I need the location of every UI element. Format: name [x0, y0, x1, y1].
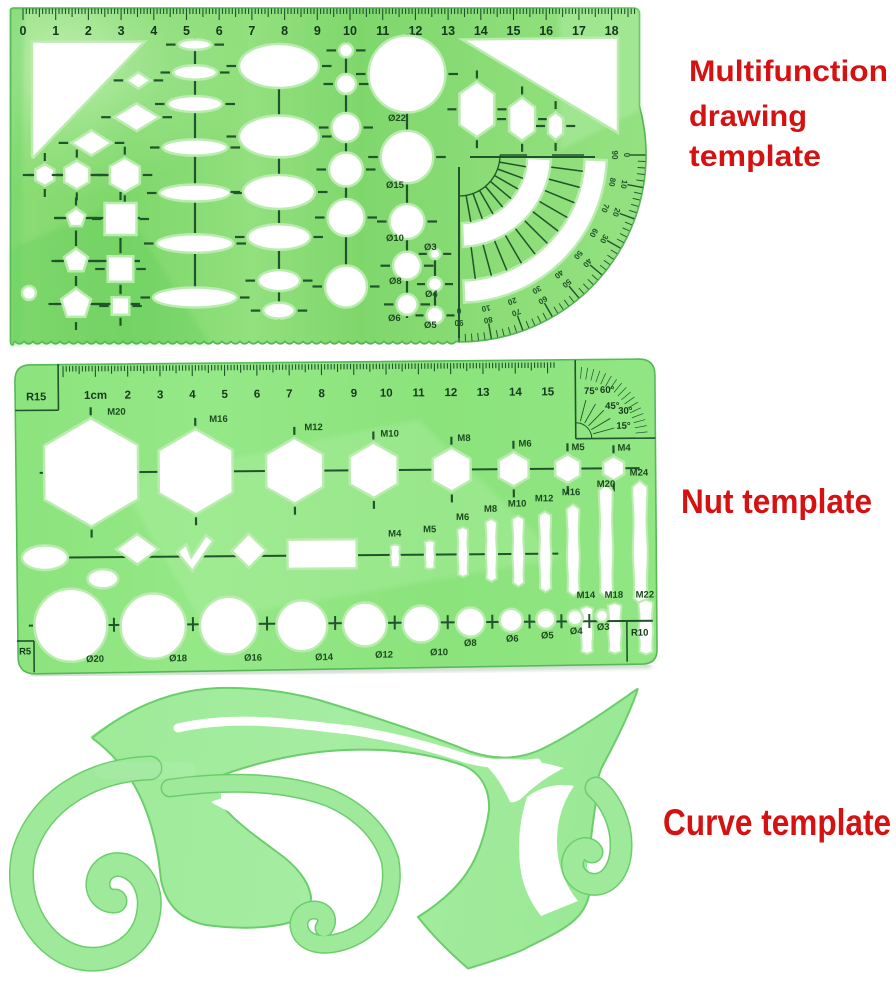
svg-text:M18: M18: [605, 590, 624, 601]
svg-text:11: 11: [376, 24, 389, 38]
svg-text:9: 9: [314, 24, 321, 38]
svg-text:M8: M8: [457, 433, 470, 444]
svg-text:Ø6: Ø6: [388, 313, 401, 324]
svg-text:Ø4: Ø4: [570, 626, 583, 637]
svg-text:M16: M16: [562, 487, 581, 498]
svg-text:M12: M12: [535, 493, 554, 504]
svg-text:Ø8: Ø8: [464, 638, 477, 649]
svg-text:15: 15: [541, 386, 554, 398]
svg-text:Ø22: Ø22: [388, 113, 406, 124]
svg-text:M4: M4: [617, 443, 631, 454]
svg-text:M5: M5: [571, 442, 585, 453]
svg-text:M5: M5: [423, 524, 437, 535]
svg-text:Ø3: Ø3: [597, 622, 610, 633]
svg-text:12: 12: [408, 24, 422, 38]
svg-text:13: 13: [477, 387, 490, 399]
svg-text:Ø10: Ø10: [386, 233, 404, 244]
svg-text:30°: 30°: [618, 406, 633, 417]
svg-text:8: 8: [318, 388, 325, 400]
svg-text:Ø20: Ø20: [86, 654, 104, 665]
svg-text:10: 10: [619, 179, 630, 190]
svg-text:0: 0: [20, 24, 27, 38]
svg-text:18: 18: [605, 24, 619, 38]
svg-text:Ø12: Ø12: [375, 650, 393, 661]
svg-text:0: 0: [456, 306, 461, 315]
svg-text:Ø6: Ø6: [506, 634, 519, 645]
svg-text:M8: M8: [484, 504, 497, 515]
svg-text:10: 10: [343, 24, 357, 38]
svg-text:M20: M20: [107, 407, 126, 418]
svg-text:90: 90: [610, 151, 619, 160]
svg-text:Ø10: Ø10: [430, 647, 448, 658]
svg-text:16: 16: [539, 24, 553, 38]
svg-text:45°: 45°: [605, 401, 620, 412]
svg-text:70: 70: [599, 202, 611, 214]
svg-text:0: 0: [622, 153, 631, 158]
svg-text:6: 6: [216, 24, 223, 38]
svg-text:17: 17: [572, 24, 586, 38]
svg-text:10: 10: [480, 303, 491, 314]
svg-text:9: 9: [351, 388, 358, 400]
svg-text:Ø15: Ø15: [386, 180, 405, 191]
svg-text:Ø5: Ø5: [424, 320, 437, 331]
svg-text:drawing: drawing: [689, 100, 807, 133]
svg-text:Ø14: Ø14: [315, 652, 334, 663]
svg-text:R15: R15: [26, 391, 46, 403]
svg-text:R5: R5: [19, 646, 32, 657]
svg-text:7: 7: [248, 24, 255, 38]
svg-text:1cm: 1cm: [84, 390, 107, 402]
svg-text:80: 80: [607, 177, 618, 188]
svg-text:12: 12: [444, 387, 457, 399]
svg-text:2: 2: [85, 24, 92, 38]
svg-text:M14: M14: [577, 590, 596, 601]
svg-text:3: 3: [157, 389, 164, 401]
svg-text:Ø8: Ø8: [389, 276, 402, 287]
svg-text:8: 8: [281, 24, 288, 38]
svg-text:Curve template: Curve template: [663, 802, 891, 843]
svg-text:3: 3: [118, 24, 125, 38]
svg-text:M6: M6: [456, 512, 469, 523]
svg-text:2: 2: [125, 390, 132, 402]
svg-text:7: 7: [286, 388, 293, 400]
svg-text:14: 14: [509, 387, 522, 399]
svg-text:M6: M6: [518, 438, 531, 449]
svg-text:90: 90: [454, 318, 463, 327]
svg-text:R10: R10: [631, 628, 649, 639]
svg-text:M16: M16: [209, 414, 228, 425]
svg-text:4: 4: [189, 389, 196, 401]
svg-text:20: 20: [610, 207, 622, 219]
svg-text:4: 4: [150, 24, 157, 38]
svg-text:M10: M10: [380, 428, 399, 439]
svg-text:80: 80: [482, 315, 493, 326]
svg-text:M20: M20: [597, 479, 616, 490]
svg-text:11: 11: [412, 387, 425, 399]
svg-text:Multifunction: Multifunction: [689, 55, 888, 88]
svg-text:14: 14: [474, 24, 488, 38]
svg-text:20: 20: [506, 295, 518, 307]
svg-text:Ø16: Ø16: [244, 653, 262, 664]
svg-text:6: 6: [254, 389, 261, 401]
svg-text:15°: 15°: [616, 421, 631, 432]
svg-text:5: 5: [183, 24, 190, 38]
svg-text:Ø4: Ø4: [425, 289, 438, 300]
svg-text:template: template: [689, 140, 821, 173]
svg-text:70: 70: [510, 307, 522, 319]
svg-text:M10: M10: [508, 498, 527, 509]
svg-text:5: 5: [221, 389, 228, 401]
svg-text:Ø3: Ø3: [424, 242, 437, 253]
svg-text:M4: M4: [388, 528, 402, 539]
svg-text:Ø5: Ø5: [541, 630, 554, 641]
svg-text:15: 15: [507, 24, 521, 38]
svg-text:10: 10: [380, 388, 393, 400]
svg-text:13: 13: [441, 24, 455, 38]
svg-text:M24: M24: [630, 468, 649, 479]
svg-text:60°: 60°: [600, 385, 615, 396]
svg-text:M12: M12: [304, 422, 323, 433]
svg-text:Ø18: Ø18: [169, 653, 187, 664]
svg-text:1: 1: [52, 24, 59, 38]
svg-text:Nut template: Nut template: [681, 483, 872, 521]
svg-text:M22: M22: [636, 589, 655, 600]
svg-text:75°: 75°: [584, 386, 599, 397]
